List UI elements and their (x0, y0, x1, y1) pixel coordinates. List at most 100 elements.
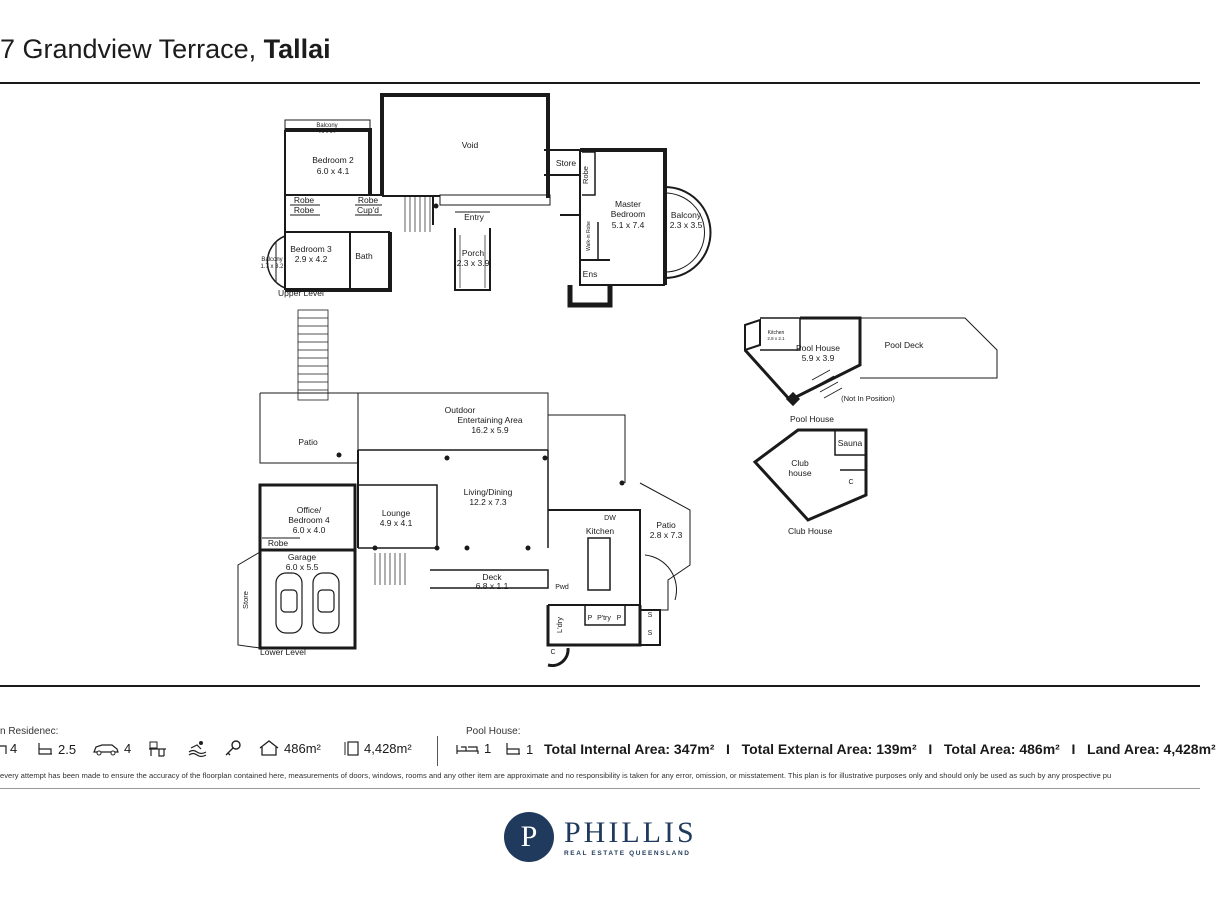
room-laundry: L'dry (555, 617, 564, 633)
svg-text:2.8 x 7.3: 2.8 x 7.3 (650, 530, 683, 540)
room-outdoor: Outdoor (445, 405, 476, 415)
room-bath: Bath (355, 251, 373, 261)
svg-text:12.2 x 7.3: 12.2 x 7.3 (469, 497, 507, 507)
stat-pool-beds: 1 (456, 741, 491, 756)
room-balcony-left: Balcony (261, 257, 282, 263)
disclaimer-text: every attempt has been made to ensure th… (0, 771, 1112, 780)
note-not-in-position: (Not In Position) (841, 394, 895, 403)
svg-text:16.2 x 5.9: 16.2 x 5.9 (471, 425, 509, 435)
svg-text:6.0 x 5.5: 6.0 x 5.5 (286, 562, 319, 572)
stat-baths: 2.5 (36, 741, 76, 757)
svg-text:1.7 x 3.2: 1.7 x 3.2 (260, 264, 284, 270)
bed-icon (456, 744, 479, 754)
room-walk-in-robe: Walk-in Robe (586, 221, 592, 251)
svg-text:S: S (648, 612, 653, 619)
room-lounge: Lounge (382, 508, 411, 518)
svg-text:4.9 x 0.7: 4.9 x 0.7 (317, 129, 336, 135)
svg-text:house: house (788, 468, 811, 478)
stat-land-area: 4,428m² (344, 739, 412, 757)
room-sauna: Sauna (838, 438, 863, 448)
room-pool-deck: Pool Deck (885, 340, 924, 350)
stat-cars: 4 (92, 741, 131, 756)
stats-separator (437, 736, 438, 766)
svg-text:6.8 x 1.1: 6.8 x 1.1 (476, 581, 509, 591)
room-patio-right: Patio (656, 520, 676, 530)
room-garage: Garage (288, 552, 317, 562)
room-pool-kitchen: Kitchen (768, 330, 785, 336)
room-powder: Pwd (555, 584, 569, 591)
label-pool-house: Pool House (790, 414, 834, 424)
svg-text:C: C (848, 479, 853, 486)
room-robe-1: Robe (294, 195, 315, 205)
bath-icon (506, 743, 520, 755)
room-deck: Deck (482, 572, 502, 582)
room-robe-lower: Robe (268, 538, 289, 548)
room-office: Office/ (297, 505, 322, 515)
svg-text:4.9 x 4.1: 4.9 x 4.1 (380, 518, 413, 528)
svg-text:S: S (648, 630, 653, 637)
house-icon (259, 740, 279, 756)
room-patio-left: Patio (298, 437, 318, 447)
room-entry: Entry (464, 212, 485, 222)
svg-text:5.9 x 3.9: 5.9 x 3.9 (802, 353, 835, 363)
label-lower-level: Lower Level (260, 647, 306, 657)
top-rule (0, 82, 1200, 84)
room-balcony-top: Balcony (316, 123, 337, 129)
floor-plan: Balcony 4.9 x 0.7 Bedroom 2 6.0 x 4.1 Vo… (237, 93, 998, 667)
stat-internal-area: 486m² (258, 739, 321, 757)
desk-icon (149, 741, 166, 757)
logo-subtitle: REAL ESTATE QUEENSLAND (564, 849, 691, 857)
svg-text:Robe: Robe (294, 205, 315, 215)
bed-icon (0, 744, 7, 754)
room-dishwasher: DW (604, 515, 616, 522)
key-icon (225, 740, 241, 756)
bottom-rule (0, 685, 1200, 687)
stat-study (148, 739, 168, 757)
room-porch: Porch (462, 248, 484, 258)
logo-name: PHILLIS (564, 815, 697, 849)
stat-security (224, 739, 244, 757)
main-residence-label: n Residenec: (0, 726, 59, 737)
room-void: Void (462, 140, 479, 150)
car-icon (275, 572, 340, 634)
svg-text:2.3 x 3.9: 2.3 x 3.9 (457, 258, 490, 268)
room-store-upper: Store (556, 158, 577, 168)
room-club-house: Club (791, 458, 809, 468)
brand-logo: P PHILLIS REAL ESTATE QUEENSLAND (504, 812, 697, 862)
room-ensuite: Ens (583, 269, 598, 279)
svg-text:C: C (550, 649, 555, 656)
stat-pool-baths: 1 (504, 741, 533, 757)
svg-text:P: P (617, 615, 622, 622)
bath-icon (38, 743, 52, 755)
room-store-garage: Store (241, 591, 250, 609)
svg-text:Entertaining Area: Entertaining Area (457, 415, 522, 425)
stats-bar: n Residenec: Pool House: 4 2.5 4 486m² 4… (0, 722, 1216, 782)
label-upper-level: Upper Level (278, 288, 324, 298)
svg-text:5.1 x 7.4: 5.1 x 7.4 (612, 220, 645, 230)
pool-icon (188, 741, 207, 758)
page-title: 7 Grandview Terrace, Tallai (0, 34, 331, 64)
svg-text:P: P (588, 615, 593, 622)
room-cupboard: Cup'd (357, 205, 379, 215)
svg-text:2.3 x 3.5: 2.3 x 3.5 (670, 220, 703, 230)
pool-house-label: Pool House: (466, 726, 521, 737)
room-robe-master: Robe (581, 166, 590, 184)
svg-text:2.8 x 2.1: 2.8 x 2.1 (767, 336, 785, 341)
footer-rule (0, 788, 1200, 789)
room-master-bedroom: Master (615, 199, 641, 209)
room-balcony-right: Balcony (671, 210, 702, 220)
room-robe-2: Robe (358, 195, 379, 205)
svg-text:Bedroom 4: Bedroom 4 (288, 515, 330, 525)
room-pantry: P'try (597, 615, 611, 622)
room-living-dining: Living/Dining (464, 487, 513, 497)
room-bedroom-2: Bedroom 2 (312, 155, 354, 165)
svg-text:2.9 x 4.2: 2.9 x 4.2 (295, 254, 328, 264)
room-pool-house: Pool House (796, 343, 840, 353)
svg-text:6.0 x 4.1: 6.0 x 4.1 (317, 166, 350, 176)
car-icon (93, 743, 119, 755)
stat-pool (188, 739, 208, 758)
label-club-house: Club House (788, 526, 833, 536)
land-icon (344, 741, 359, 756)
svg-text:6.0 x 4.0: 6.0 x 4.0 (293, 525, 326, 535)
stat-beds: 4 (0, 741, 17, 756)
